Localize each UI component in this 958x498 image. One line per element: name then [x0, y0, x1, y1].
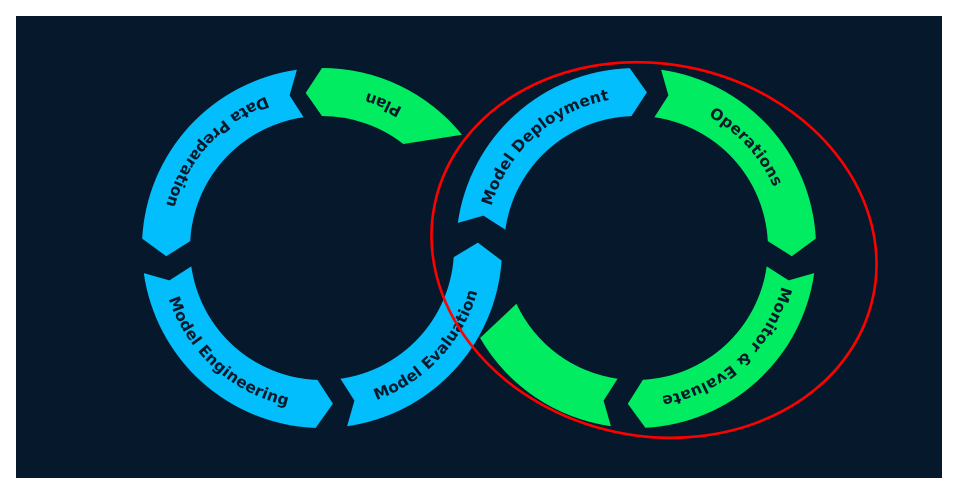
segment-operations [654, 69, 816, 257]
highlight-ellipse [430, 60, 878, 440]
segment-monitor-evaluate [627, 266, 815, 428]
segment-plan [305, 68, 462, 144]
segment-model-evaluation [340, 242, 502, 427]
segment-data-preparation [142, 69, 304, 257]
segment-model-deployment [457, 68, 647, 230]
segment-model-engineering [143, 266, 333, 428]
segment-ops-return [480, 303, 618, 427]
loop-segments [142, 68, 816, 428]
